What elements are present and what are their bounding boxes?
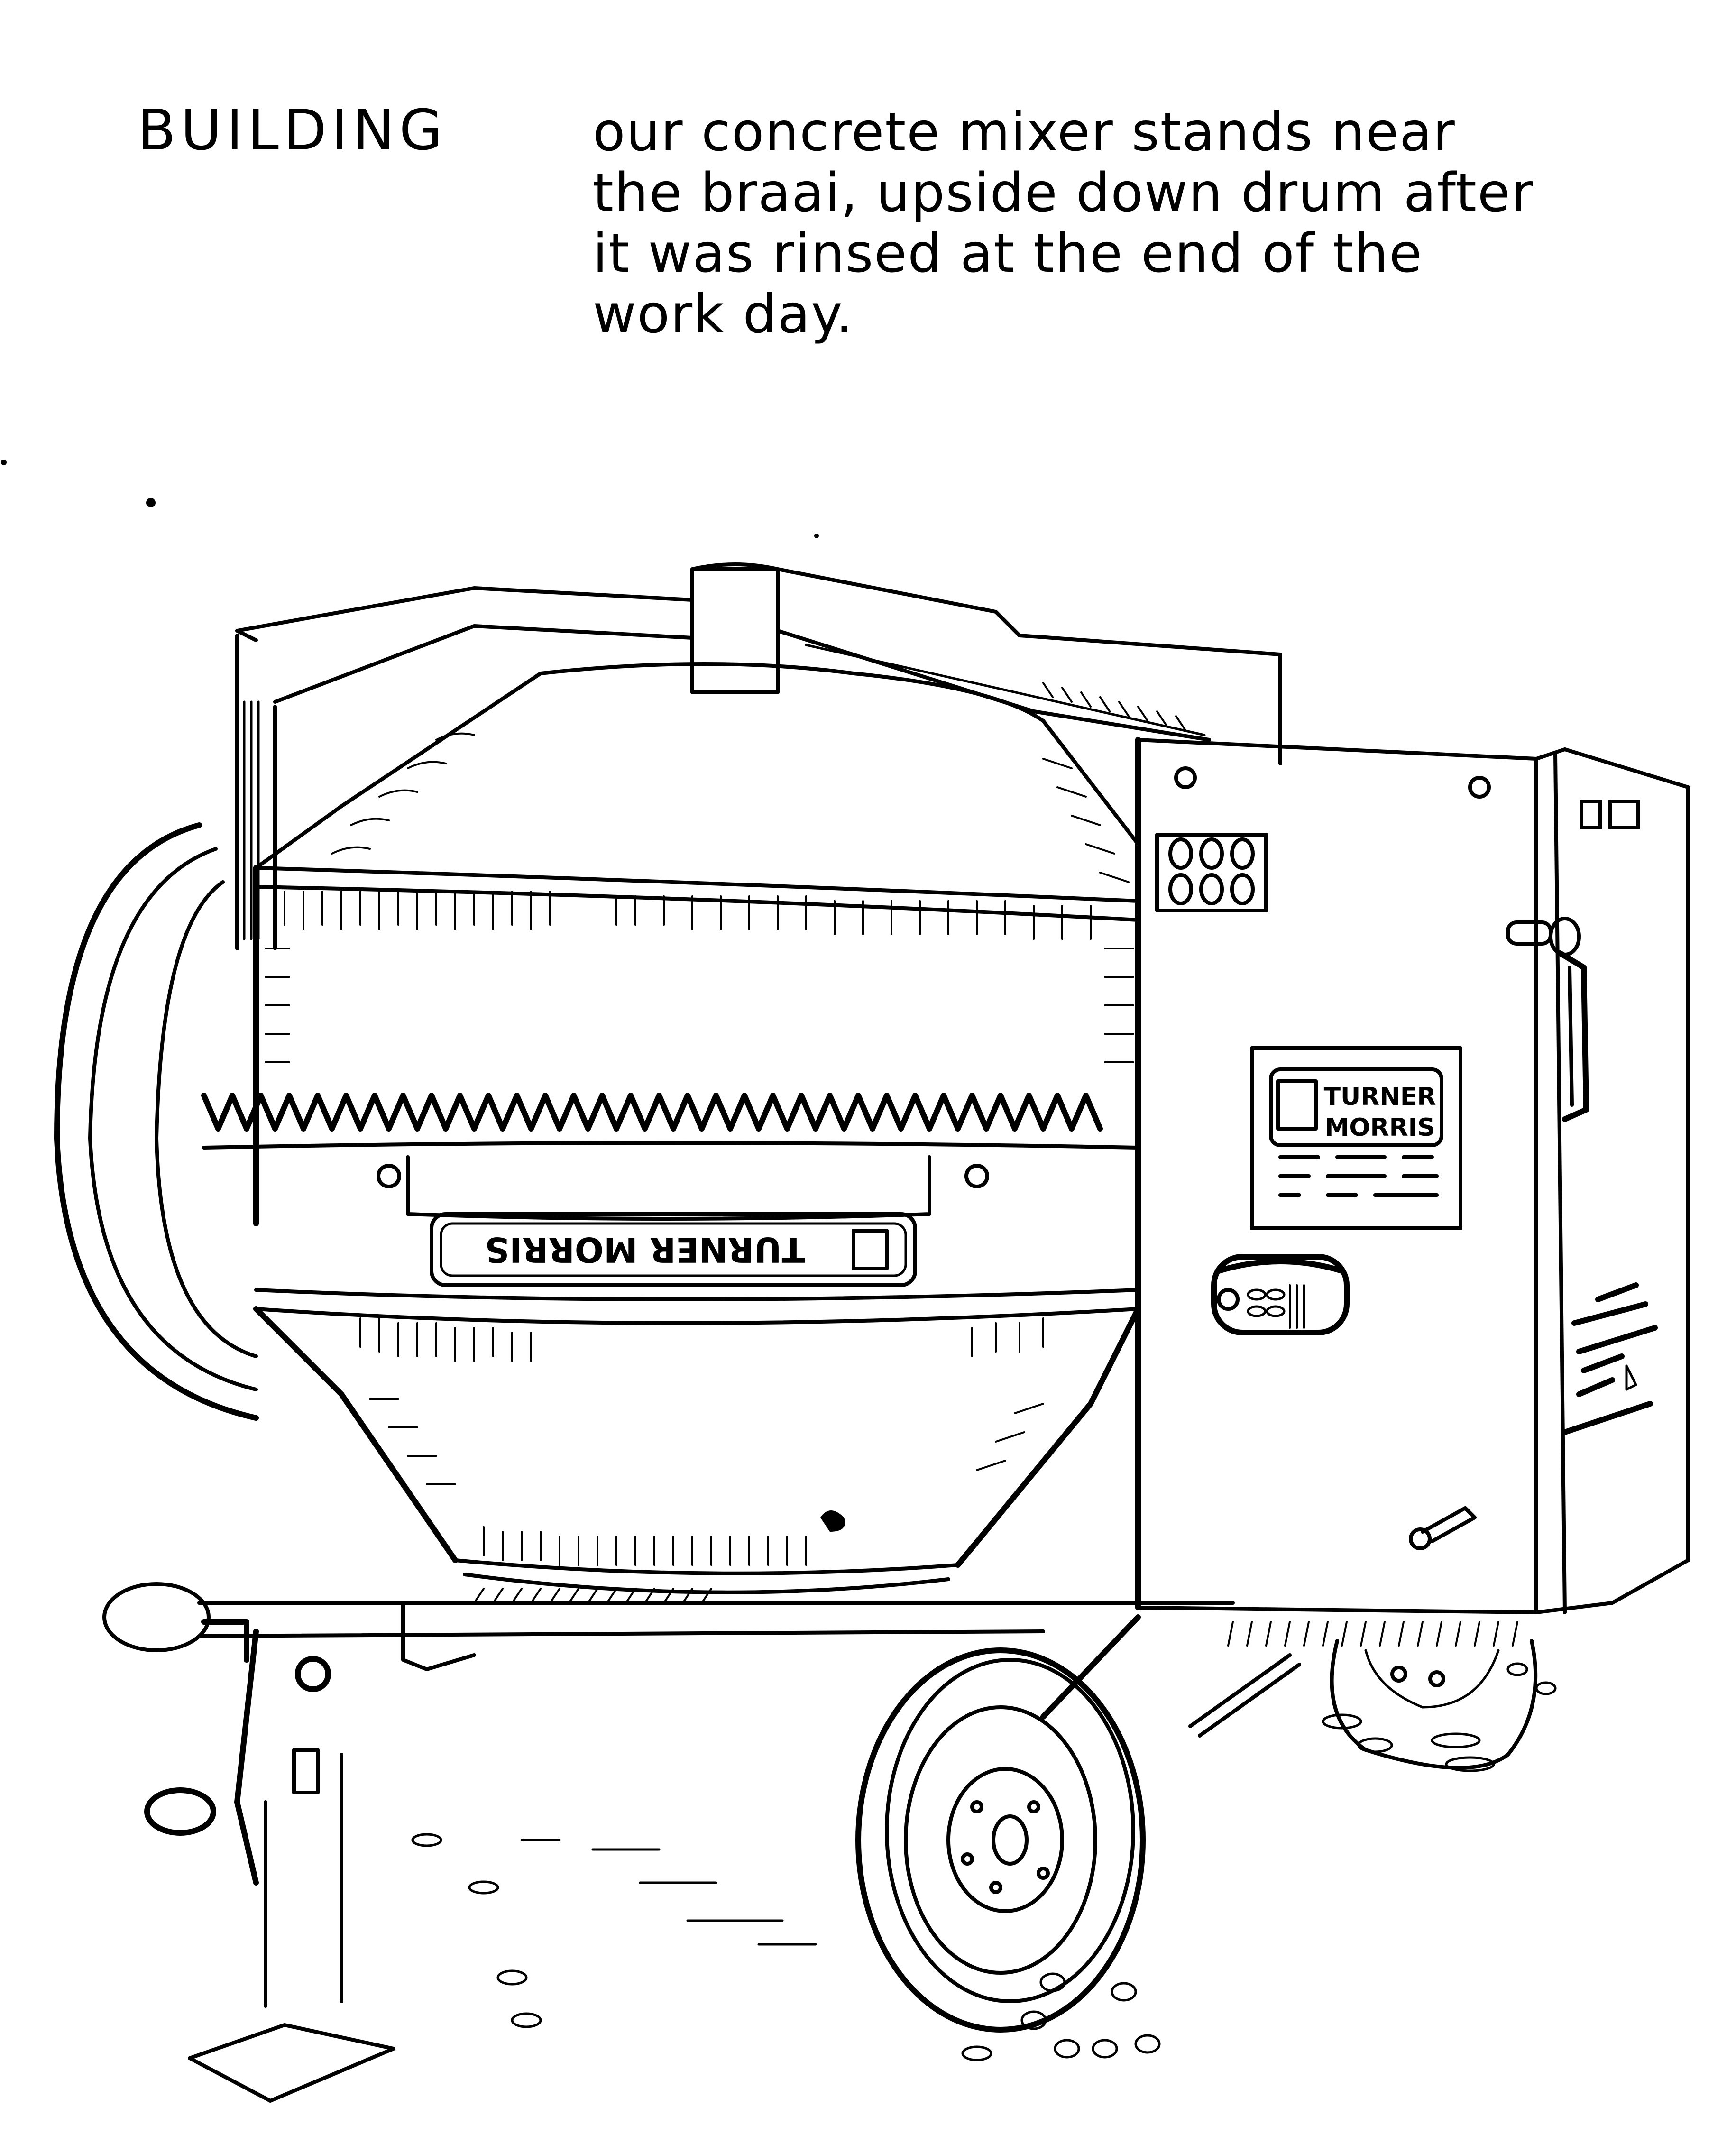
engine-door-handle: [1506, 917, 1589, 1122]
button-icon: [1168, 837, 1193, 870]
drum: TURNER MORRIS: [201, 662, 1141, 1594]
tm-logo-icon: [1276, 1079, 1318, 1131]
caption-line: our concrete mixer stands near: [593, 101, 1456, 163]
caption-line: work day.: [593, 284, 854, 345]
vent-slots: [1562, 1282, 1658, 1435]
drum-badge-text: TURNER MORRIS: [485, 1229, 889, 1270]
chassis: [197, 1588, 1518, 1738]
ink-dot: [1, 460, 7, 465]
bolt-icon: [1174, 766, 1197, 789]
page-heading: BUILDING: [138, 97, 448, 163]
ink-dot: [814, 534, 819, 538]
splash-marks: [411, 1662, 1557, 2061]
engine-housing: TURNER MORRIS: [1135, 737, 1690, 1614]
drum-badge: [430, 1212, 917, 1287]
ink-blot: [820, 1510, 845, 1532]
handwritten-caption: our concrete mixer stands near the braai…: [593, 102, 1683, 345]
stand-foot: [188, 2023, 395, 2103]
vent-square: [1580, 800, 1602, 829]
bolt-icon: [377, 1164, 401, 1188]
bolt-icon: [1468, 776, 1491, 799]
engine-nameplate: TURNER MORRIS: [1250, 1046, 1462, 1230]
tilt-handwheel: [54, 822, 259, 1421]
button-icon: [1199, 873, 1224, 905]
button-icon: [1168, 873, 1193, 905]
caption-line: the braai, upside down drum after: [593, 162, 1534, 224]
crank-handle-icon: [144, 1787, 216, 1836]
control-panel: [1155, 833, 1268, 912]
button-icon: [1230, 837, 1255, 870]
a-frame-yoke: [235, 562, 1282, 950]
bolt-icon: [964, 1164, 989, 1188]
tm-logo-icon: [852, 1229, 889, 1270]
jockey-stand: [102, 1582, 395, 2103]
ink-dot: [146, 498, 156, 507]
svg-text:TURNER MORRIS: TURNER MORRIS: [485, 1230, 805, 1270]
caption-line: it was rinsed at the end of the: [593, 223, 1423, 285]
drum-gear-ring: [201, 1093, 1140, 1150]
vent-square: [1608, 800, 1640, 829]
warning-triangle-icon: [1625, 1364, 1637, 1391]
svg-text:TURNER: TURNER: [1324, 1083, 1436, 1111]
front-wheel: [855, 1647, 1146, 2033]
button-icon: [1230, 873, 1255, 905]
svg-text:MORRIS: MORRIS: [1325, 1113, 1435, 1142]
hub: [946, 1767, 1064, 1913]
button-icon: [1199, 837, 1224, 870]
engine-lever: [1409, 1506, 1477, 1550]
engine-window: [1211, 1254, 1350, 1335]
